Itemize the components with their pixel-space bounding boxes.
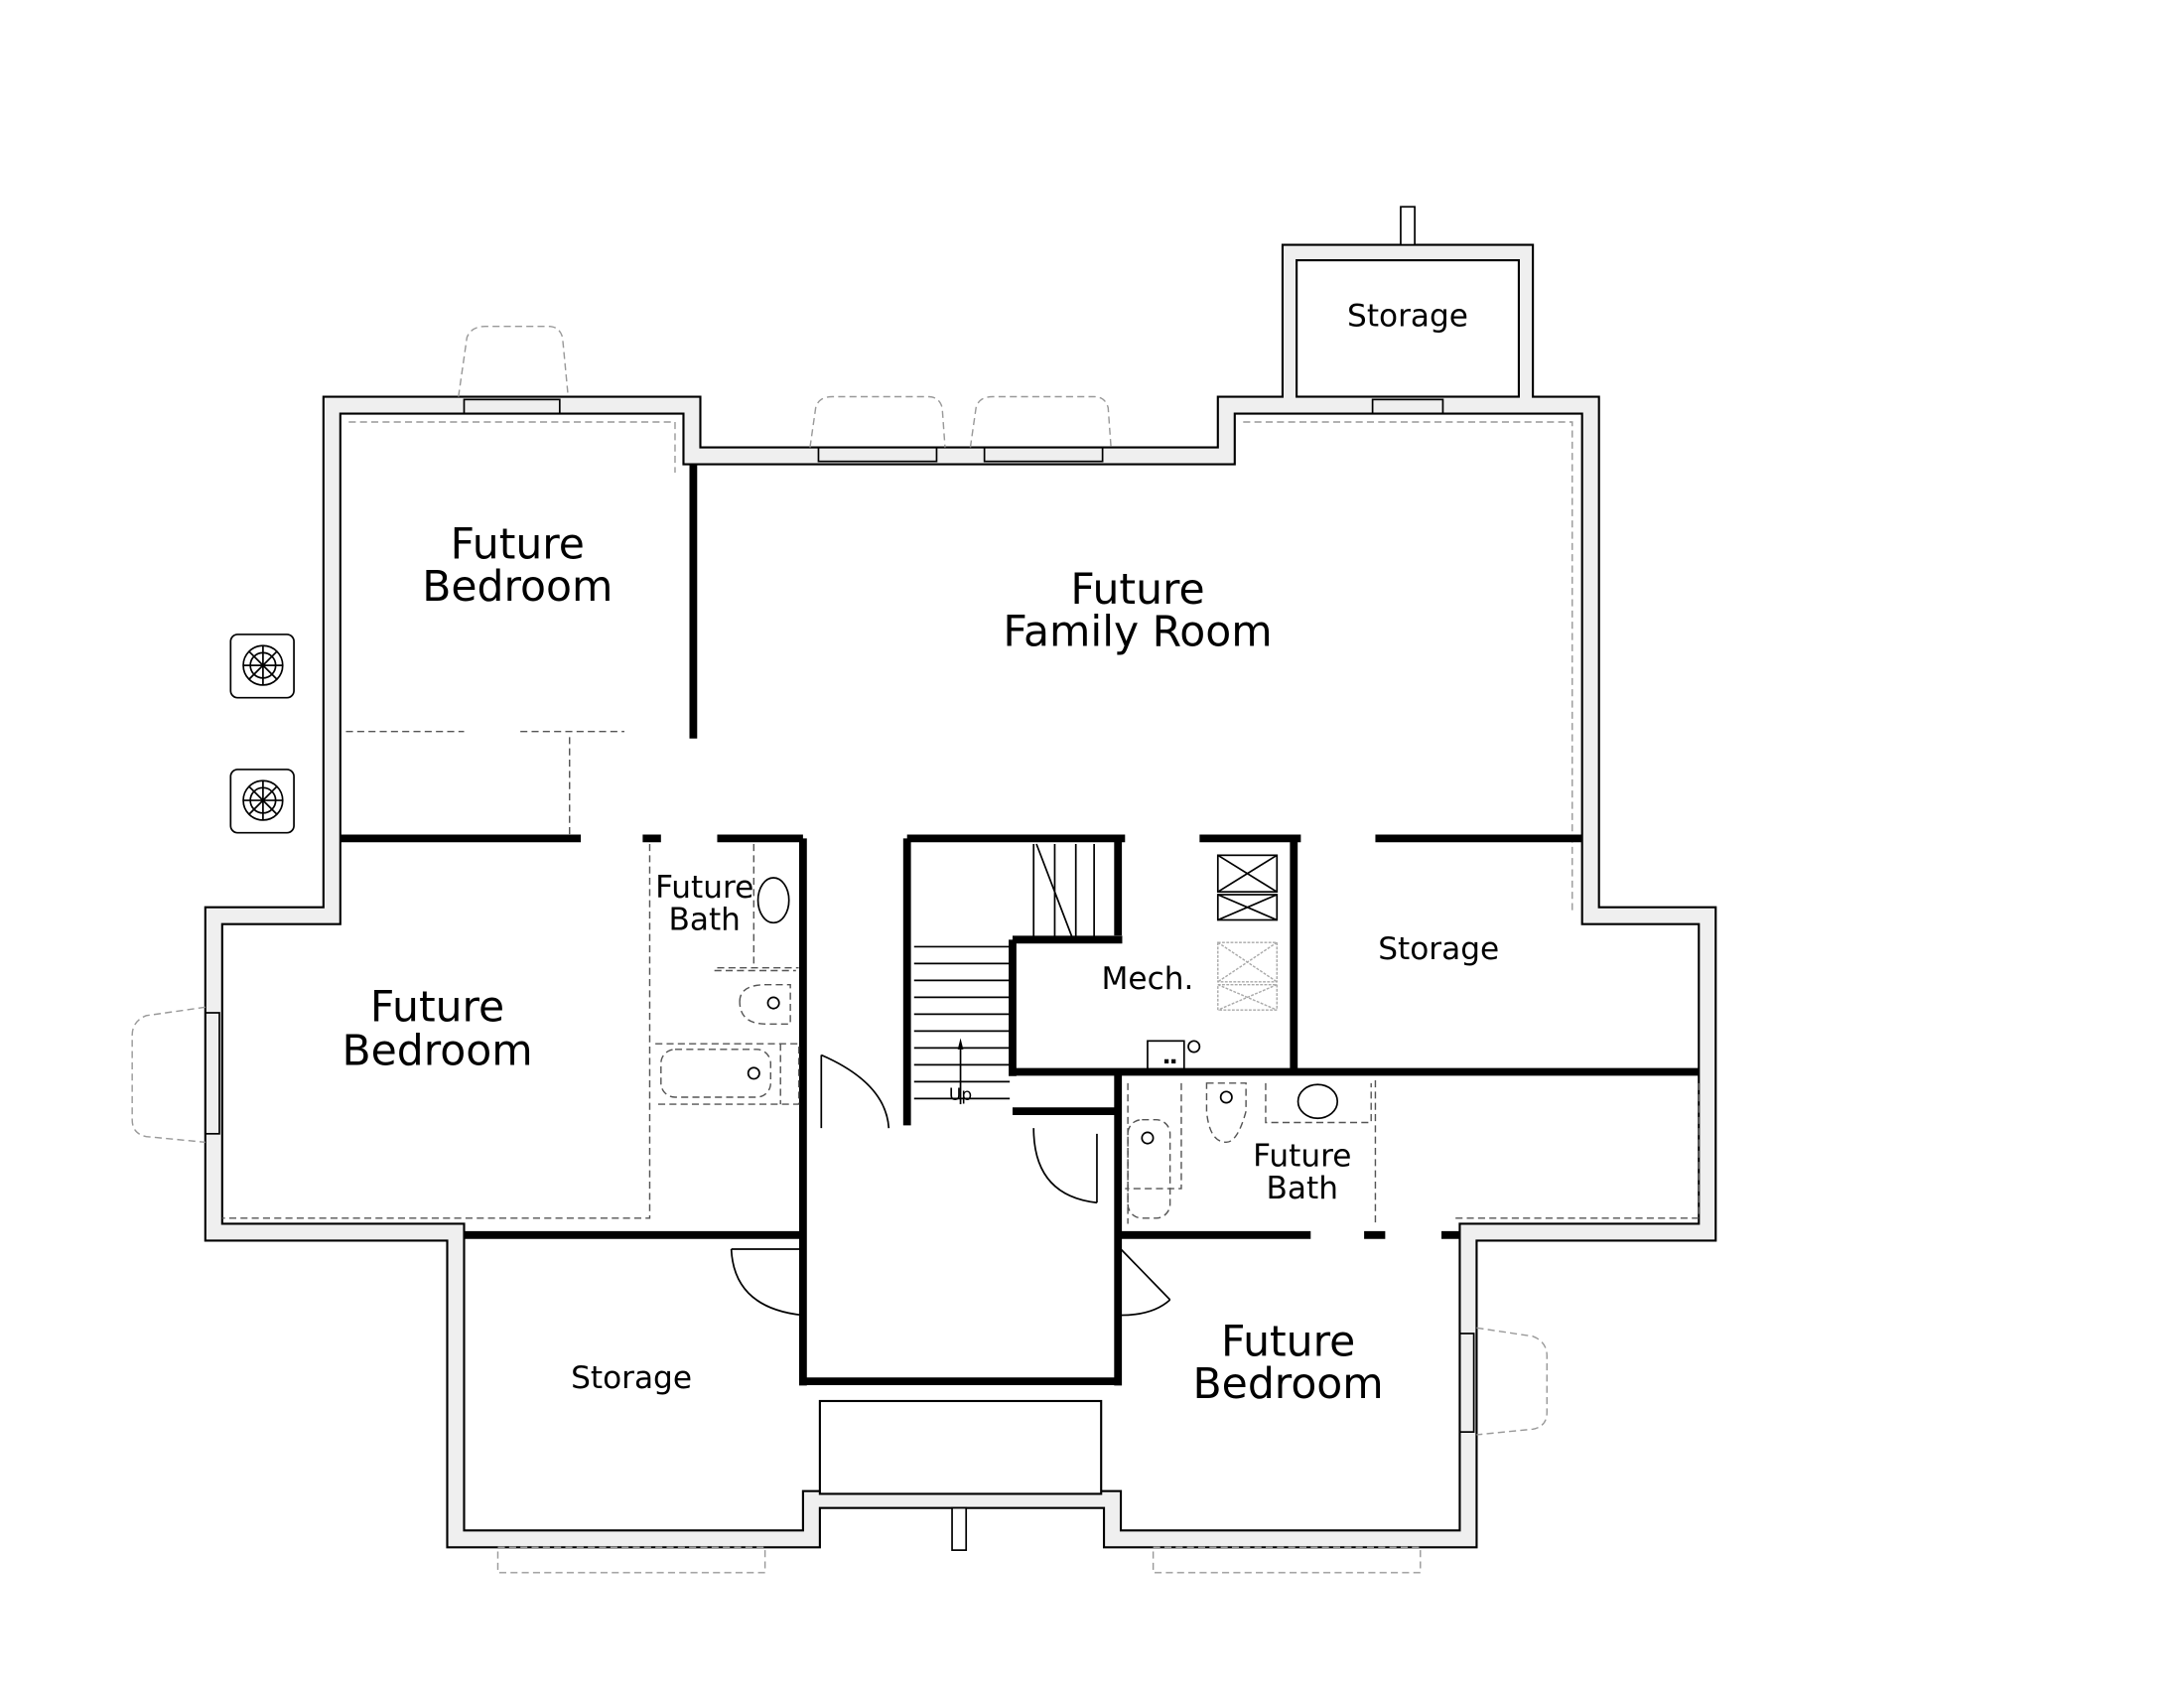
furnace-icon [1216, 854, 1279, 921]
electrical-panel-icon [1147, 1040, 1201, 1070]
room-label: Future [1070, 566, 1204, 615]
room-label: Bedroom [1193, 1360, 1384, 1409]
future-fixtures [221, 730, 1700, 1224]
ac-unit-icon [229, 633, 295, 699]
room-label: Storage [571, 1360, 692, 1396]
room-label: Bedroom [341, 1027, 532, 1075]
room-label: Future [370, 983, 504, 1032]
room-labels: Future Bedroom Future Family Room Storag… [341, 299, 1499, 1409]
ac-unit-icon [229, 769, 295, 834]
interior-walls [340, 464, 1700, 1386]
door-swing-icon [730, 1054, 1171, 1317]
room-label: Future [655, 870, 753, 906]
stairs-up-label: Up [949, 1085, 972, 1105]
room-label: Mech. [1102, 961, 1194, 997]
room-label: Bath [1267, 1171, 1338, 1206]
room-label: Future [1253, 1138, 1351, 1174]
room-label: Storage [1378, 931, 1499, 967]
foundation-walls [204, 206, 1717, 1551]
room-label: Bedroom [422, 563, 613, 612]
room-label: Bath [669, 902, 741, 937]
water-heater-icon [1217, 941, 1278, 1011]
room-label: Future [451, 520, 585, 569]
stairs: Up [913, 843, 1095, 1105]
room-label: Storage [1347, 299, 1468, 335]
windows [131, 325, 1548, 1574]
room-label: Future [1221, 1319, 1355, 1367]
room-label: Family Room [1003, 608, 1272, 656]
